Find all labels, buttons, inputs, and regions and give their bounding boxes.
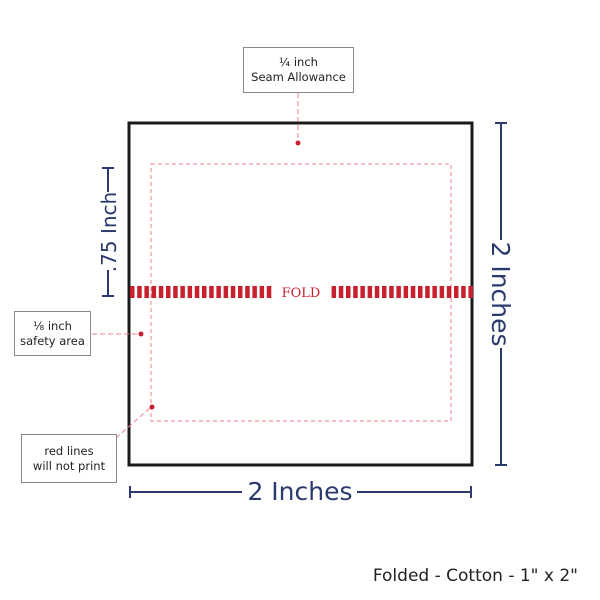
fold-stripe <box>151 286 157 298</box>
fold-stripe <box>144 286 149 298</box>
fold-stripe <box>245 286 250 298</box>
fold-line <box>130 286 473 298</box>
fold-stripe <box>468 286 473 298</box>
fold-stripe <box>216 286 221 298</box>
fold-stripe <box>202 286 207 298</box>
fold-stripe <box>187 286 193 298</box>
fold-stripe <box>454 286 459 298</box>
fold-stripe <box>439 286 445 298</box>
fold-stripe <box>259 286 265 298</box>
fold-stripe <box>173 286 178 298</box>
seam-line1: ¼ inch <box>279 55 318 69</box>
fold-stripe <box>180 286 185 298</box>
fold-stripe <box>410 286 416 298</box>
fold-stripe <box>252 286 257 298</box>
fold-stripe <box>137 286 142 298</box>
red-lines-callout: red lines will not print <box>21 434 117 483</box>
fold-stripe <box>338 286 344 298</box>
seam-dot <box>295 140 301 146</box>
fold-stripe <box>367 286 373 298</box>
fold-stripe <box>382 286 387 298</box>
fold-stripe <box>360 286 365 298</box>
fold-stripe <box>158 286 164 298</box>
fold-stripe <box>403 286 409 298</box>
fold-stripe <box>166 286 171 298</box>
fold-stripe <box>389 286 394 298</box>
fold-stripe <box>425 286 430 298</box>
height-label: 2 Inches <box>486 241 515 346</box>
seam-line2: Seam Allowance <box>251 70 346 84</box>
fold-stripe <box>130 286 135 298</box>
fold-stripe <box>461 286 466 298</box>
fold-stripe <box>374 286 380 298</box>
fold-label: FOLD <box>282 286 321 301</box>
red-lines-dot <box>149 404 155 410</box>
fold-stripe <box>432 286 437 298</box>
fold-stripe <box>446 286 452 298</box>
fold-stripe <box>209 286 214 298</box>
red-lines-line1: red lines <box>44 443 94 458</box>
fold-height-label: .75 Inch <box>97 192 121 272</box>
fold-stripe <box>331 286 337 298</box>
height-dimension <box>495 122 507 466</box>
fold-stripe <box>346 286 351 298</box>
safety-line1: ⅛ inch <box>33 318 72 333</box>
fold-stripe <box>230 286 236 298</box>
product-title: Folded - Cotton - 1" x 2" <box>372 566 578 586</box>
seam-allowance-callout: ¼ inch Seam Allowance <box>243 47 354 93</box>
fold-stripe <box>396 286 401 298</box>
fold-stripe <box>266 286 272 298</box>
safety-line2: safety area <box>20 333 85 348</box>
fold-stripe <box>238 286 243 298</box>
red-lines-line2: will not print <box>32 458 106 473</box>
fold-stripe <box>353 286 358 298</box>
safety-area-callout: ⅛ inch safety area <box>14 311 91 356</box>
safety-dot <box>138 331 144 337</box>
width-dimension <box>129 486 472 498</box>
fold-stripe <box>418 286 423 298</box>
fold-stripe <box>223 286 229 298</box>
width-label: 2 Inches <box>247 477 352 506</box>
fold-stripe <box>194 286 200 298</box>
fold-height-dimension <box>102 167 114 297</box>
